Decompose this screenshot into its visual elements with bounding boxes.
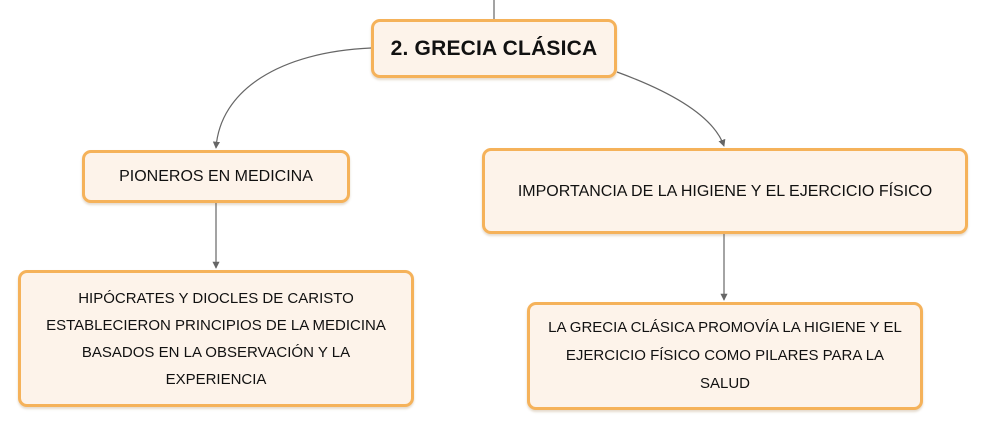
subtopic-label-hippocrates: HIPÓCRATES Y DIOCLES DE CARISTO ESTABLEC… xyxy=(46,289,386,388)
topic-node-pioneers[interactable]: PIONEROS EN MEDICINA xyxy=(82,150,350,203)
topic-node-hygiene[interactable]: IMPORTANCIA DE LA HIGIENE Y EL EJERCICIO… xyxy=(482,148,968,234)
subtopic-label-greece-hygiene: LA GRECIA CLÁSICA PROMOVÍA LA HIGIENE Y … xyxy=(548,319,902,392)
subtopic-node-hippocrates[interactable]: HIPÓCRATES Y DIOCLES DE CARISTO ESTABLEC… xyxy=(18,270,414,407)
topic-label-pioneers: PIONEROS EN MEDICINA xyxy=(119,167,313,185)
root-topic-label: 2. GRECIA CLÁSICA xyxy=(390,36,598,60)
root-topic-node[interactable]: 2. GRECIA CLÁSICA xyxy=(371,19,617,78)
topic-label-hygiene: IMPORTANCIA DE LA HIGIENE Y EL EJERCICIO… xyxy=(517,182,933,200)
subtopic-node-greece-hygiene[interactable]: LA GRECIA CLÁSICA PROMOVÍA LA HIGIENE Y … xyxy=(527,302,923,410)
connector-root-to-hygiene xyxy=(616,71,726,147)
connector-root-to-pioneers xyxy=(212,47,372,149)
